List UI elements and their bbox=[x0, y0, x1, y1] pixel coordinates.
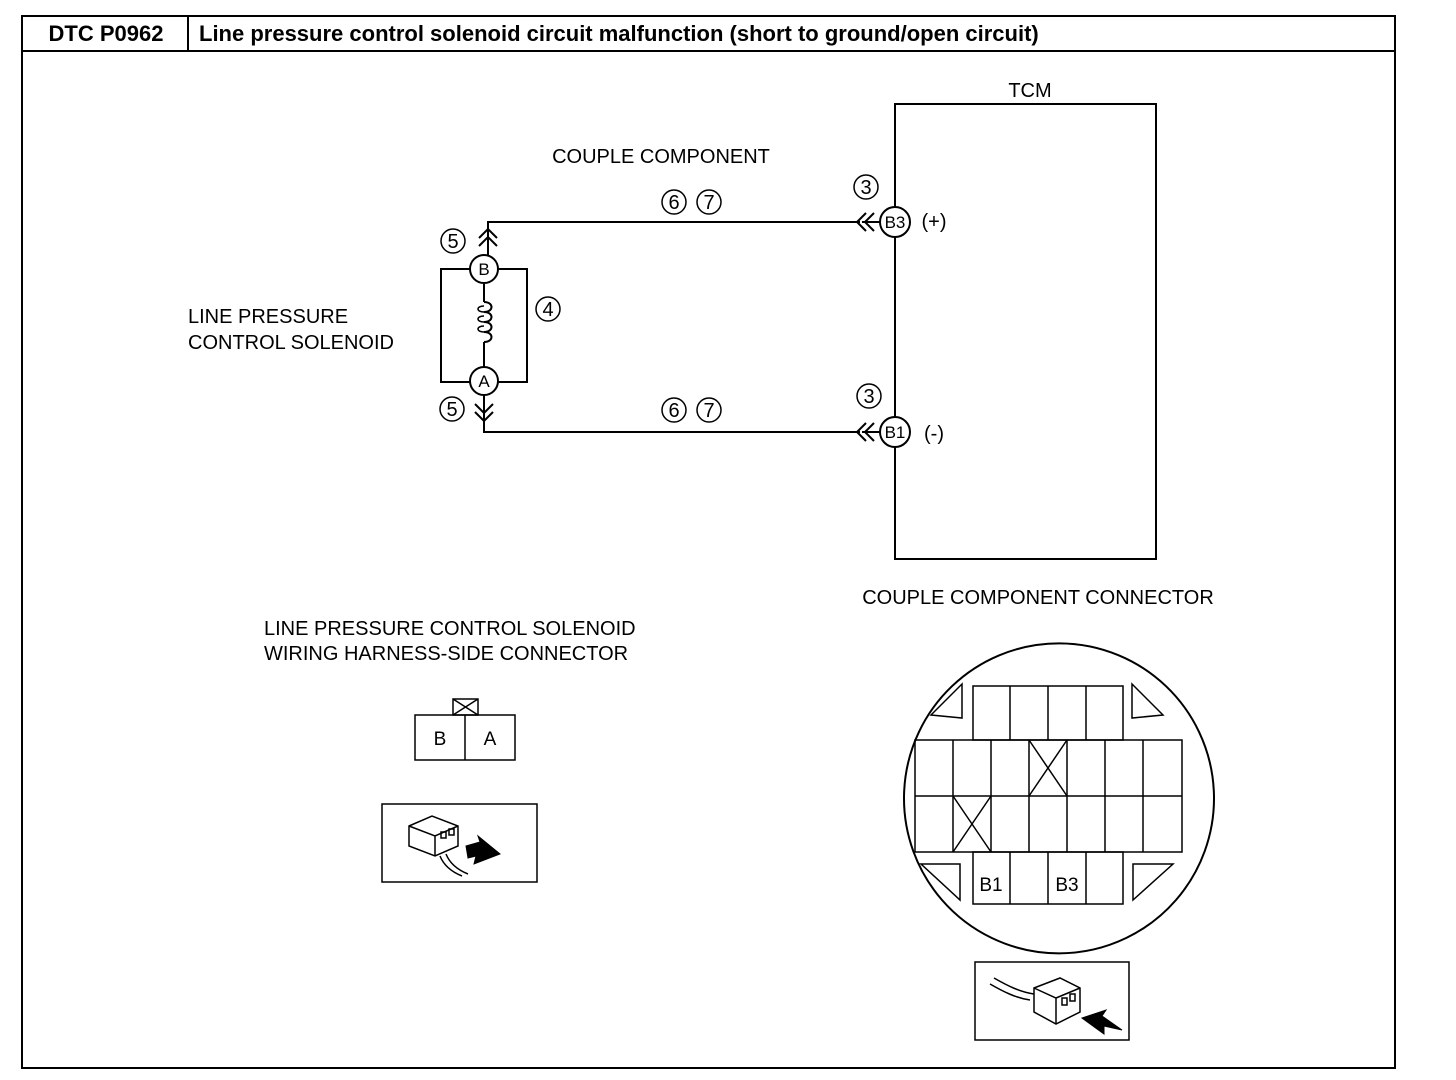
solenoid-label-line2: CONTROL SOLENOID bbox=[188, 332, 394, 354]
solenoid-connector-title-line2: WIRING HARNESS-SIDE CONNECTOR bbox=[264, 643, 628, 665]
step-badge-tcm-top bbox=[853, 174, 879, 200]
step-number-wire-bottom-6: 6 bbox=[668, 400, 679, 422]
step-number-wire-bottom-7: 7 bbox=[703, 400, 714, 422]
solenoid-connector-cell-b: B bbox=[434, 729, 447, 750]
step-number-tcm-bottom: 3 bbox=[863, 386, 874, 408]
step-number-sol-bottom: 5 bbox=[446, 399, 457, 421]
polarity-minus: (-) bbox=[924, 423, 944, 445]
step-number-wire-top-7: 7 bbox=[703, 192, 714, 214]
couple-connector-face bbox=[903, 642, 1215, 955]
step-number-sol-top: 5 bbox=[447, 231, 458, 253]
tcm-pin-b1 bbox=[879, 416, 911, 448]
step-badge-sol-top bbox=[440, 228, 466, 254]
couple-component-label: COUPLE COMPONENT bbox=[552, 146, 770, 168]
solenoid-pin-b-label: B bbox=[478, 260, 489, 279]
tcm-pin-b1-label: B1 bbox=[885, 423, 906, 442]
solenoid-body bbox=[440, 268, 528, 383]
tcm-label: TCM bbox=[1008, 80, 1051, 102]
page-border bbox=[21, 15, 1396, 1069]
polarity-plus: (+) bbox=[922, 211, 947, 233]
step-badge-coil bbox=[535, 296, 561, 322]
step-badge-sol-bottom bbox=[439, 396, 465, 422]
couple-connector-view-icon bbox=[974, 961, 1130, 1041]
tcm-box bbox=[894, 103, 1157, 560]
dtc-code: DTC P0962 bbox=[49, 21, 164, 46]
step-number-wire-top-6: 6 bbox=[668, 192, 679, 214]
wire-bottom bbox=[483, 415, 880, 433]
couple-connector-title: COUPLE COMPONENT CONNECTOR bbox=[862, 587, 1214, 609]
tcm-pin-b3 bbox=[879, 206, 911, 238]
tcm-pin-b3-label: B3 bbox=[885, 213, 906, 232]
solenoid-connector-cell-a: A bbox=[484, 729, 497, 750]
couple-connector-cell-b3: B3 bbox=[1055, 875, 1078, 896]
step-badge-tcm-bottom bbox=[856, 383, 882, 409]
dtc-title: Line pressure control solenoid circuit m… bbox=[199, 21, 1039, 46]
wire-top bbox=[487, 221, 880, 240]
connector-chevron-top-icon bbox=[855, 212, 875, 232]
solenoid-connector-face bbox=[414, 698, 516, 761]
connector-chevron-bottom-icon bbox=[855, 422, 875, 442]
step-number-tcm-top: 3 bbox=[860, 177, 871, 199]
solenoid-pin-b bbox=[469, 254, 499, 284]
step-badges-wire-top bbox=[661, 189, 722, 215]
solenoid-chevron-top-icon bbox=[478, 227, 498, 255]
solenoid-chevron-bottom-icon bbox=[474, 395, 494, 423]
step-number-coil: 4 bbox=[542, 299, 553, 321]
couple-connector-cell-b1: B1 bbox=[979, 875, 1002, 896]
solenoid-pin-a-label: A bbox=[478, 372, 490, 391]
solenoid-connector-title-line1: LINE PRESSURE CONTROL SOLENOID bbox=[264, 618, 636, 640]
step-badges-wire-bottom bbox=[661, 397, 722, 423]
solenoid-label-line1: LINE PRESSURE bbox=[188, 306, 348, 328]
harness-view-icon bbox=[381, 803, 538, 883]
